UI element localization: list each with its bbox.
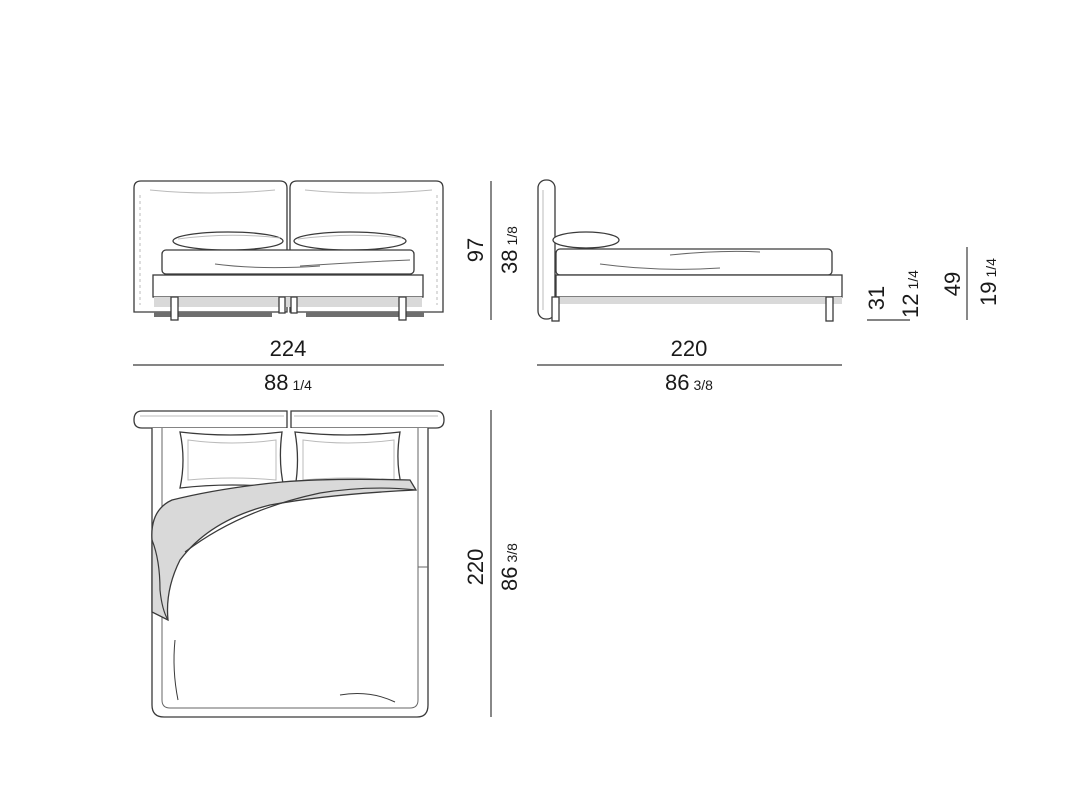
- side-length-cm: 220: [671, 336, 708, 361]
- front-bed-frame: [152, 274, 424, 298]
- side-bed-frame: [555, 274, 843, 298]
- top-length-cm: 220: [463, 549, 488, 586]
- side-view: [537, 179, 843, 322]
- front-height-in: 381/8: [497, 226, 522, 274]
- front-dimension-lines: [133, 181, 492, 366]
- front-pillow-left: [172, 231, 284, 251]
- front-leg-right: [398, 296, 407, 321]
- side-mattress-height-in: 191/4: [976, 258, 1001, 306]
- front-view: [133, 180, 444, 321]
- front-leg-center-left: [278, 296, 286, 314]
- side-frame-height-cm: 31: [864, 286, 889, 310]
- side-leg-back: [825, 296, 834, 322]
- side-leg-front: [551, 296, 560, 322]
- front-leg-left: [170, 296, 179, 321]
- side-pillow: [552, 231, 620, 249]
- top-view: [133, 410, 445, 718]
- front-mattress: [161, 249, 415, 275]
- side-dimension-lines: [537, 247, 968, 366]
- front-width-cm: 224: [270, 336, 307, 361]
- side-headboard: [537, 179, 556, 320]
- side-frame-height-in: 121/4: [898, 270, 923, 318]
- front-leg-center-right: [290, 296, 298, 314]
- top-headboard-left: [133, 410, 288, 429]
- front-height-cm: 97: [463, 238, 488, 262]
- top-headboard-right: [290, 410, 445, 429]
- side-mattress-height-cm: 49: [940, 272, 965, 296]
- top-length-in: 863/8: [497, 543, 522, 591]
- front-pillow-right: [293, 231, 407, 251]
